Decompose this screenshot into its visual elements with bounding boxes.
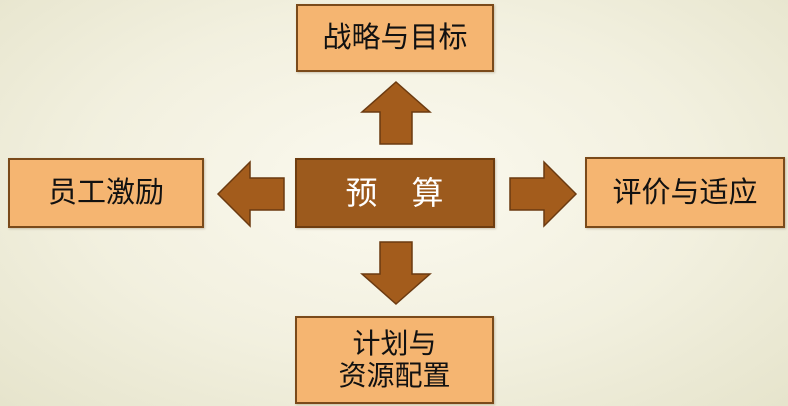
arrow-down-icon <box>360 241 432 306</box>
planning-resource-label-line2: 资源配置 <box>338 359 451 392</box>
strategy-goals-label: 战略与目标 <box>322 20 468 55</box>
planning-resource-label-line1: 计划与 <box>352 326 437 360</box>
planning-resource-box: 计划与 资源配置 <box>295 316 494 404</box>
budget-center-label: 预 算 <box>345 173 445 212</box>
evaluation-adaptation-label: 评价与适应 <box>612 174 758 209</box>
budget-center-box: 预 算 <box>295 158 495 228</box>
employee-incentive-box: 员工激励 <box>8 158 204 228</box>
arrow-left-icon <box>216 160 285 228</box>
employee-incentive-label: 员工激励 <box>47 175 164 210</box>
strategy-goals-box: 战略与目标 <box>296 4 494 72</box>
watermark-logo <box>560 340 788 406</box>
arrow-up-icon <box>360 80 432 145</box>
evaluation-adaptation-box: 评价与适应 <box>585 157 785 228</box>
arrow-right-icon <box>509 160 578 228</box>
